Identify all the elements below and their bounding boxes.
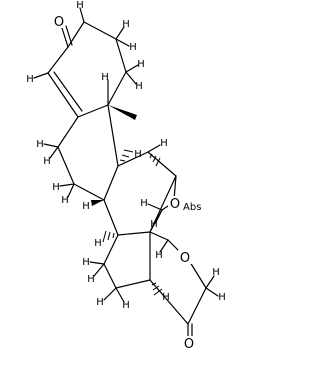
hashed-bond [152,155,157,163]
oxygen-label: O [170,197,180,212]
bond [115,287,125,303]
hashed-bond [123,149,134,153]
hashed-bond [149,153,153,159]
hydrogen-label: H [96,297,104,308]
bond [89,261,105,265]
hydrogen-label: H [140,198,148,209]
hydrogen-label: H [43,156,51,167]
wedge-bond [91,200,104,206]
hydrogen-label: H [162,292,170,303]
hydrogen-label: H [212,267,220,278]
bond [147,151,177,177]
bond [115,26,125,40]
bond [59,183,75,187]
atom-labels: O O Abs O O H H H H H H H H H H H H H H … [26,0,226,352]
hashed-bond [102,230,107,243]
hashed-bond [152,285,160,291]
bond [103,287,117,301]
hydrogen-labels: H H H H H H H H H H H H H H H H H H H H … [26,0,226,311]
hydrogen-label: H [82,201,90,212]
hashed-bond [119,159,126,162]
bond [57,146,75,185]
bond [205,275,215,289]
bond [47,46,69,74]
bond [103,234,119,265]
hydrogen-label: H [155,250,163,261]
bond [67,21,85,48]
hydrogen-label: H [129,42,137,53]
bond [33,72,49,79]
hashed-bond [155,157,161,167]
hydrogen-label: H [150,219,158,230]
hydrogen-label: H [76,0,84,11]
bond [61,27,69,48]
bond [125,71,137,85]
hydrogen-label: H [134,149,142,160]
hashed-bond [121,154,130,158]
stereo-bonds [91,105,163,296]
bond [67,183,75,198]
bond [155,209,163,223]
bond [103,263,117,289]
bond [161,205,169,211]
bond [43,143,59,148]
hydrogen-label: H [137,59,145,70]
bond [107,104,119,167]
hydrogen-label: H [160,138,168,149]
hashed-bond [112,232,115,239]
bond [147,144,161,153]
bond [187,287,207,325]
bond [103,199,119,236]
hydrogen-label: H [61,195,69,206]
bond [149,175,177,233]
bond [73,183,105,201]
hydrogen-label: H [36,139,44,150]
bond [103,165,119,201]
hydrogen-label: H [218,292,226,303]
hashed-bond [151,282,157,286]
hydrogen-label: H [122,300,130,311]
wedge-bond [108,105,137,120]
bond [159,239,169,253]
oxygen-label: O [54,15,64,30]
hydrogen-label: H [52,182,60,193]
bond [189,261,207,289]
bond [149,231,169,241]
bond [147,203,163,211]
bond [125,64,139,73]
bond [117,231,151,236]
hashed-bond [107,231,111,241]
oxygen-label: O [180,251,190,266]
bond [205,287,219,297]
bond [115,38,130,47]
bond [117,151,149,167]
oxygen-label: O [184,337,194,352]
bond [115,279,151,289]
bond [47,72,79,118]
bond [93,263,105,277]
molecule-structure-diagram: O O Abs O O H H H H H H H H H H H H H H … [26,0,226,352]
hydrogen-label: H [94,238,102,249]
bond [77,104,109,118]
hydrogen-label: H [135,81,143,92]
bond [107,71,127,106]
bonds [47,21,207,339]
hydrogen-stubs [33,7,219,303]
abbreviation-label: Abs [183,202,201,213]
bond [65,25,73,46]
hydrogen-label: H [87,274,95,285]
hydrogen-label: H [26,74,34,85]
hydrogen-label: H [122,19,130,30]
hydrogen-label: H [101,72,109,83]
bond [115,38,127,73]
hashed-bond [153,288,163,296]
bond [83,21,117,40]
bond [53,71,83,112]
bond [49,146,59,159]
bond [79,7,85,23]
bond [57,116,79,148]
hydrogen-label: H [82,257,90,268]
